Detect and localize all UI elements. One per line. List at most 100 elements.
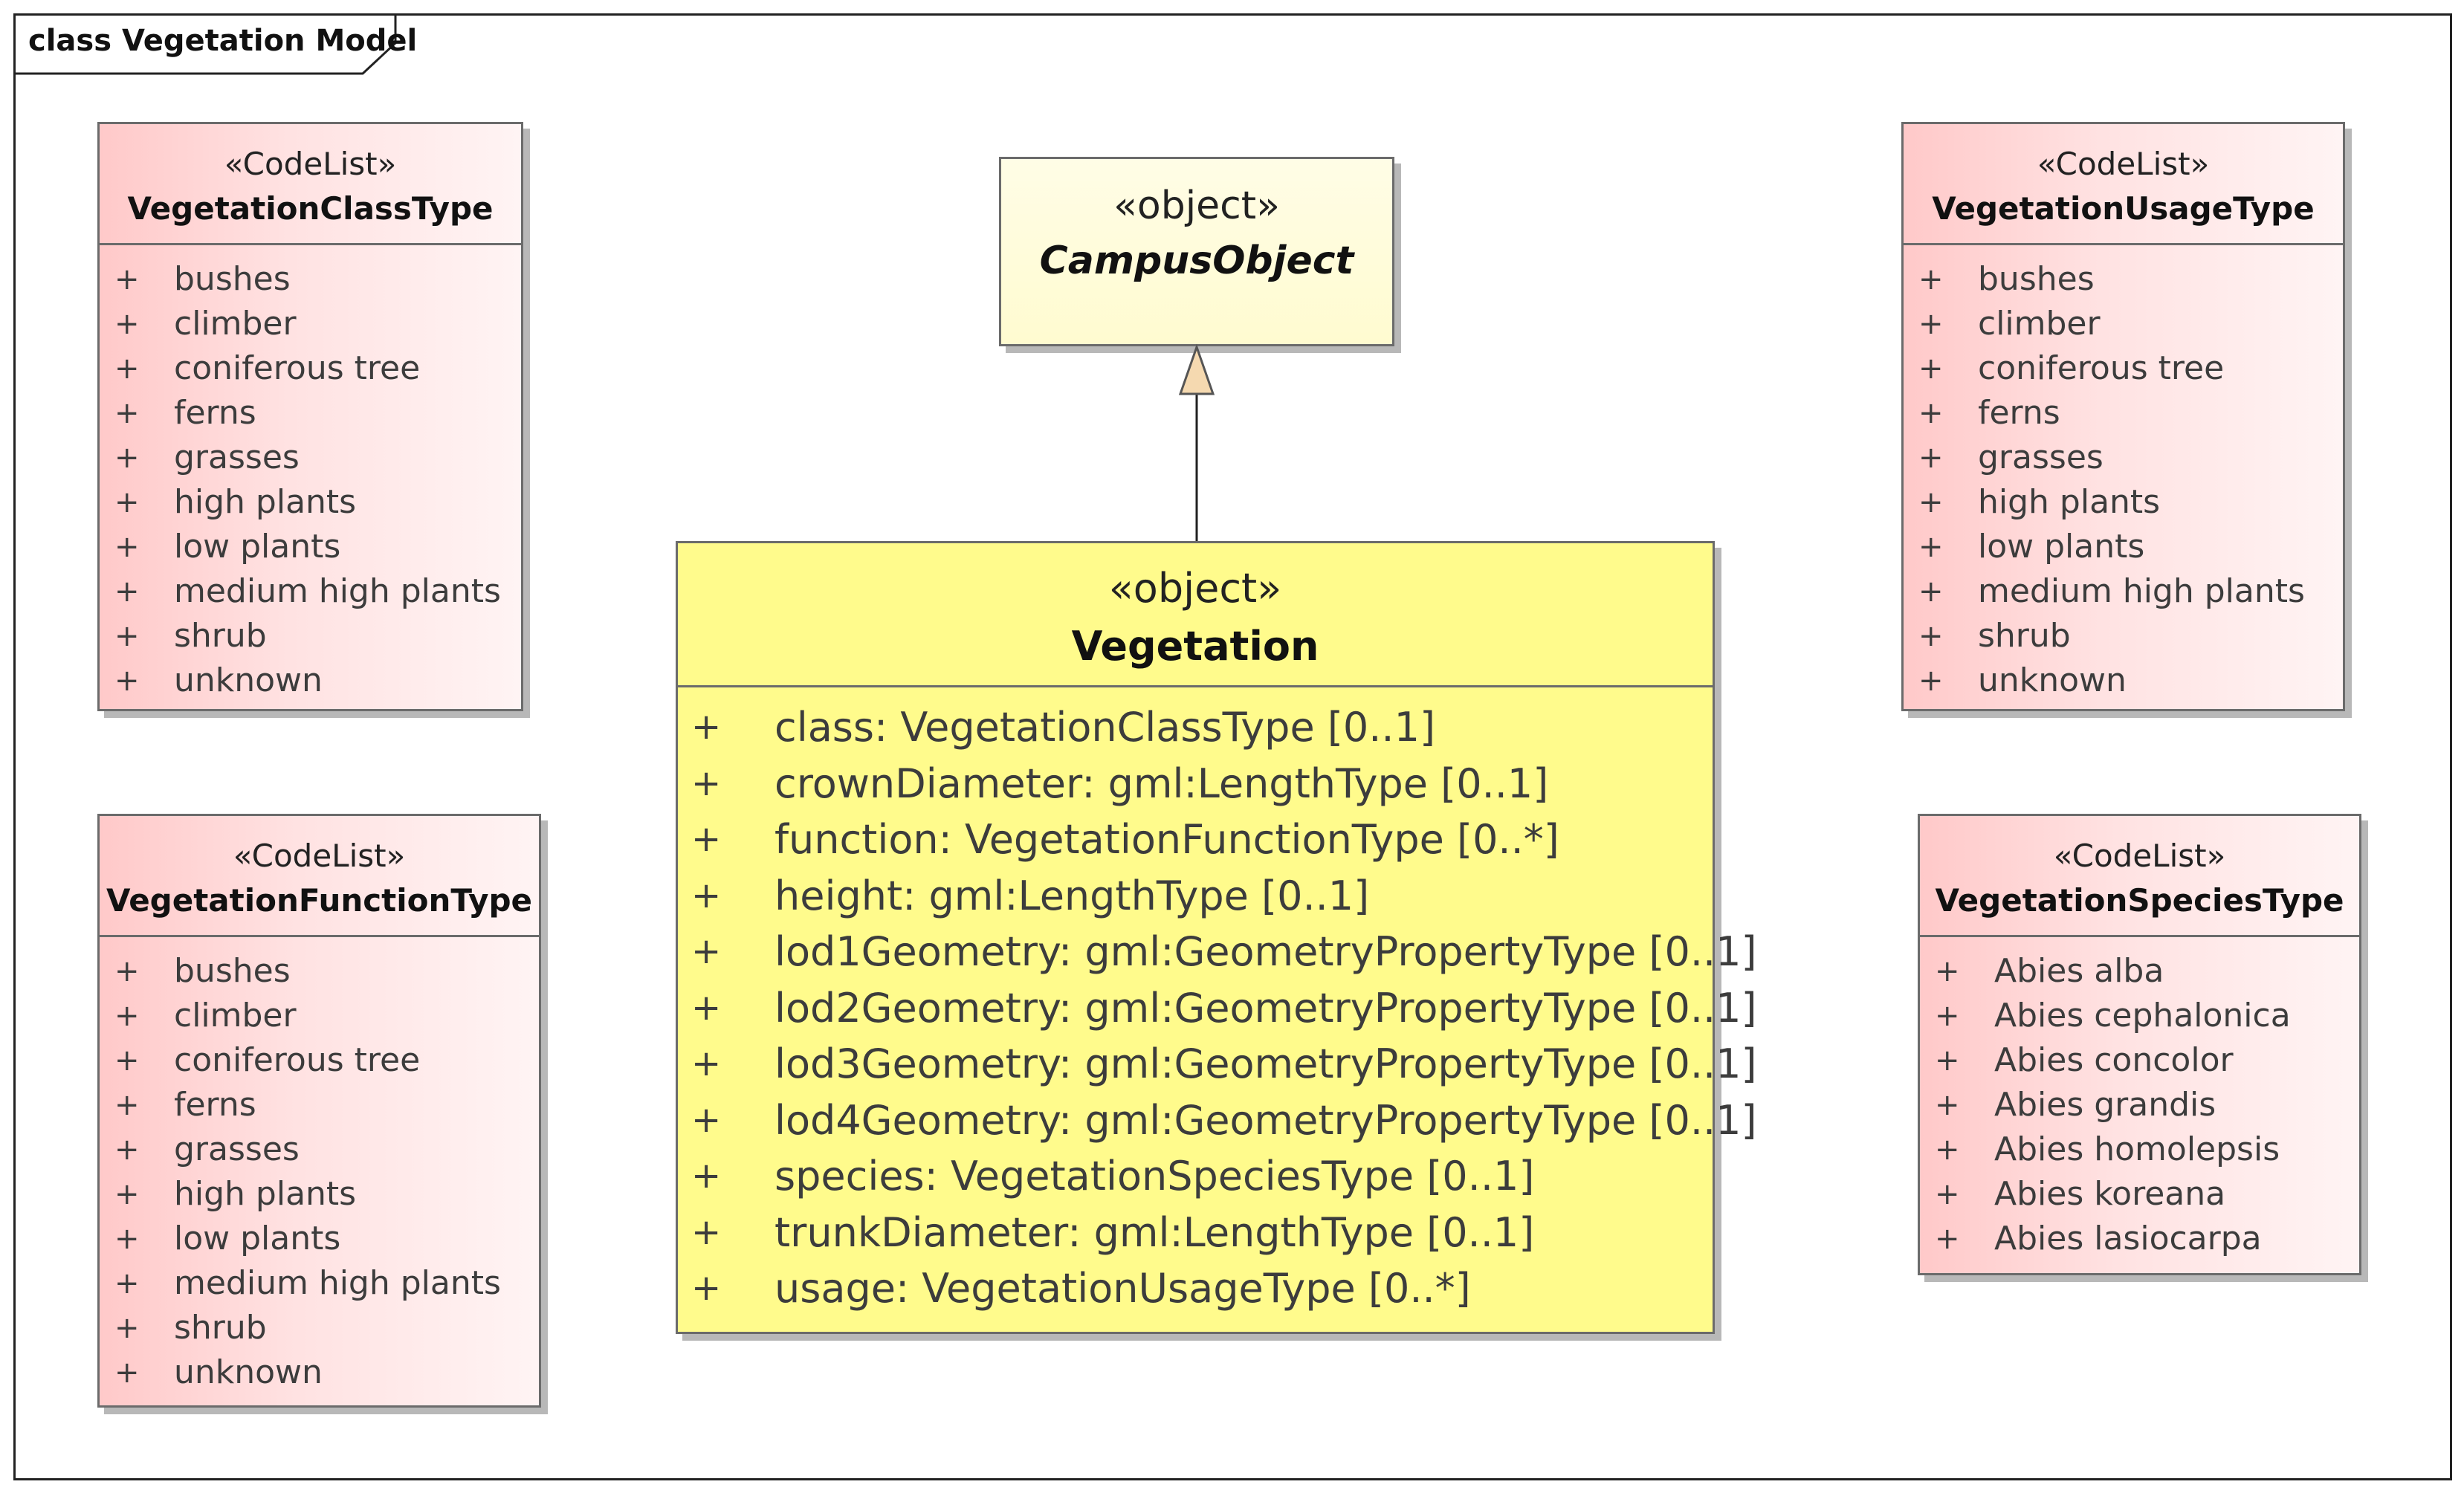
literal-label: Abies cephalonica xyxy=(1994,997,2291,1035)
literal-label: coniferous tree xyxy=(174,1041,421,1079)
diagram-title: class Vegetation Model xyxy=(28,24,418,58)
literal-label: medium high plants xyxy=(1978,572,2305,610)
attribute-row[interactable]: +species: VegetationSpeciesType [0..1] xyxy=(678,1148,1713,1205)
attribute-row[interactable]: +lod2Geometry: gml:GeometryPropertyType … xyxy=(678,980,1757,1037)
attribute-label: lod1Geometry: gml:GeometryPropertyType [… xyxy=(775,928,1757,975)
literal-row[interactable]: +shrub xyxy=(100,614,521,658)
attribute-row[interactable]: +crownDiameter: gml:LengthType [0..1] xyxy=(678,756,1713,812)
literal-row[interactable]: +climber xyxy=(100,302,521,346)
class-campus-object[interactable]: «object» CampusObject xyxy=(999,157,1394,346)
literal-row[interactable]: +medium high plants xyxy=(100,1261,539,1306)
codelist-vegetation-species-type[interactable]: «CodeList» VegetationSpeciesType +Abies … xyxy=(1918,814,2361,1275)
attribute-row[interactable]: +lod1Geometry: gml:GeometryPropertyType … xyxy=(678,924,1757,980)
attribute-row[interactable]: +lod3Geometry: gml:GeometryPropertyType … xyxy=(678,1036,1757,1092)
literal-row[interactable]: +high plants xyxy=(100,1172,539,1217)
stereotype-label: «CodeList» xyxy=(233,838,406,874)
literal-row[interactable]: +shrub xyxy=(100,1306,539,1350)
visibility-public-icon: + xyxy=(1935,1043,1960,1078)
attribute-row[interactable]: +trunkDiameter: gml:LengthType [0..1] xyxy=(678,1205,1713,1261)
literal-row[interactable]: +grasses xyxy=(1904,436,2343,480)
visibility-public-icon: + xyxy=(1935,999,1960,1033)
class-name: Vegetation xyxy=(1071,623,1319,670)
literal-row[interactable]: +Abies koreana xyxy=(1920,1172,2359,1217)
literal-label: Abies concolor xyxy=(1994,1041,2234,1079)
visibility-public-icon: + xyxy=(114,1043,140,1078)
codelist-vegetation-function-type[interactable]: «CodeList» VegetationFunctionType +bushe… xyxy=(97,814,541,1408)
literal-label: bushes xyxy=(174,260,291,298)
attribute-row[interactable]: +height: gml:LengthType [0..1] xyxy=(678,868,1713,925)
literal-row[interactable]: +grasses xyxy=(100,436,521,480)
literal-row[interactable]: + Abies cephalonica xyxy=(1920,994,2359,1038)
attribute-label: trunkDiameter: gml:LengthType [0..1] xyxy=(775,1208,1535,1256)
class-header: «object» Vegetation xyxy=(678,543,1713,687)
attribute-row[interactable]: + function: VegetationFunctionType [0..*] xyxy=(678,812,1713,868)
literal-label: coniferous tree xyxy=(174,349,421,387)
literal-row[interactable]: +bushes xyxy=(100,257,521,302)
class-header: «CodeList» VegetationFunctionType xyxy=(100,816,539,937)
literal-label: Abies lasiocarpa xyxy=(1994,1220,2262,1257)
attribute-label: lod3Geometry: gml:GeometryPropertyType [… xyxy=(775,1040,1757,1087)
visibility-public-icon: + xyxy=(114,619,140,653)
literal-label: low plants xyxy=(1978,528,2145,566)
visibility-public-icon: + xyxy=(114,352,140,386)
literal-row[interactable]: +unknown xyxy=(100,1350,539,1395)
literal-row[interactable]: +coniferous tree xyxy=(1904,346,2343,391)
visibility-public-icon: + xyxy=(1918,530,1944,564)
stereotype-label: «object» xyxy=(1108,565,1282,612)
literal-row[interactable]: + coniferous tree xyxy=(100,1038,539,1083)
literal-row[interactable]: +high plants xyxy=(100,480,521,525)
literal-row[interactable]: + ferns xyxy=(1904,391,2343,436)
literal-row[interactable]: +unknown xyxy=(100,658,521,703)
attribute-label: lod4Geometry: gml:GeometryPropertyType [… xyxy=(775,1096,1757,1144)
visibility-public-icon: + xyxy=(114,396,140,430)
literal-label: medium high plants xyxy=(174,572,501,610)
attribute-list: +class: VegetationClassType [0..1]+crown… xyxy=(678,687,1757,1317)
attribute-label: function: VegetationFunctionType [0..*] xyxy=(775,816,1559,863)
attribute-label: usage: VegetationUsageType [0..*] xyxy=(775,1265,1471,1312)
attribute-row[interactable]: +lod4Geometry: gml:GeometryPropertyType … xyxy=(678,1092,1757,1149)
literal-row[interactable]: +high plants xyxy=(1904,480,2343,525)
literal-row[interactable]: +grasses xyxy=(100,1127,539,1172)
literal-row[interactable]: + low plants xyxy=(100,1217,539,1261)
literal-row[interactable]: +climber xyxy=(1904,302,2343,346)
attribute-label: height: gml:LengthType [0..1] xyxy=(775,872,1370,919)
class-name: VegetationClassType xyxy=(127,190,494,227)
literal-row[interactable]: +medium high plants xyxy=(1904,569,2343,614)
literal-row[interactable]: + Abies concolor xyxy=(1920,1038,2359,1083)
class-vegetation[interactable]: «object» Vegetation +class: VegetationCl… xyxy=(676,541,1757,1334)
literal-row[interactable]: +bushes xyxy=(1904,257,2343,302)
attribute-row[interactable]: +usage: VegetationUsageType [0..*] xyxy=(678,1260,1713,1317)
literal-label: low plants xyxy=(174,1220,341,1257)
literal-row[interactable]: +climber xyxy=(100,994,539,1038)
visibility-public-icon: + xyxy=(114,1222,140,1256)
visibility-public-icon: + xyxy=(1935,1222,1960,1256)
generalization-connector[interactable] xyxy=(1174,343,1219,544)
visibility-public-icon: + xyxy=(1918,396,1944,430)
literal-label: Abies alba xyxy=(1994,952,2164,990)
visibility-public-icon: + xyxy=(114,574,140,609)
literal-row[interactable]: +low plants xyxy=(100,525,521,569)
visibility-public-icon: + xyxy=(114,1177,140,1211)
literal-row[interactable]: +shrub xyxy=(1904,614,2343,658)
literal-row[interactable]: +Abies grandis xyxy=(1920,1083,2359,1127)
literal-row[interactable]: + Abies lasiocarpa xyxy=(1920,1217,2359,1261)
literal-row[interactable]: + low plants xyxy=(1904,525,2343,569)
literal-label: Abies koreana xyxy=(1994,1175,2226,1213)
attribute-row[interactable]: +class: VegetationClassType [0..1] xyxy=(678,699,1713,756)
class-header: «object» CampusObject xyxy=(1001,159,1392,288)
visibility-public-icon: + xyxy=(114,485,140,519)
literal-label: ferns xyxy=(1978,394,2060,432)
literal-row[interactable]: + medium high plants xyxy=(100,569,521,614)
literal-row[interactable]: +unknown xyxy=(1904,658,2343,703)
codelist-vegetation-usage-type[interactable]: «CodeList» VegetationUsageType +bushes+c… xyxy=(1901,122,2345,711)
literal-row[interactable]: +Abies alba xyxy=(1920,949,2359,994)
literal-row[interactable]: +ferns xyxy=(100,1083,539,1127)
literal-row[interactable]: +bushes xyxy=(100,949,539,994)
visibility-public-icon: + xyxy=(691,818,722,860)
visibility-public-icon: + xyxy=(114,999,140,1033)
stereotype-label: «object» xyxy=(1113,184,1280,228)
codelist-vegetation-class-type[interactable]: «CodeList» VegetationClassType +bushes+c… xyxy=(97,122,523,711)
literal-row[interactable]: + coniferous tree xyxy=(100,346,521,391)
literal-row[interactable]: +Abies homolepsis xyxy=(1920,1127,2359,1172)
literal-row[interactable]: +ferns xyxy=(100,391,521,436)
